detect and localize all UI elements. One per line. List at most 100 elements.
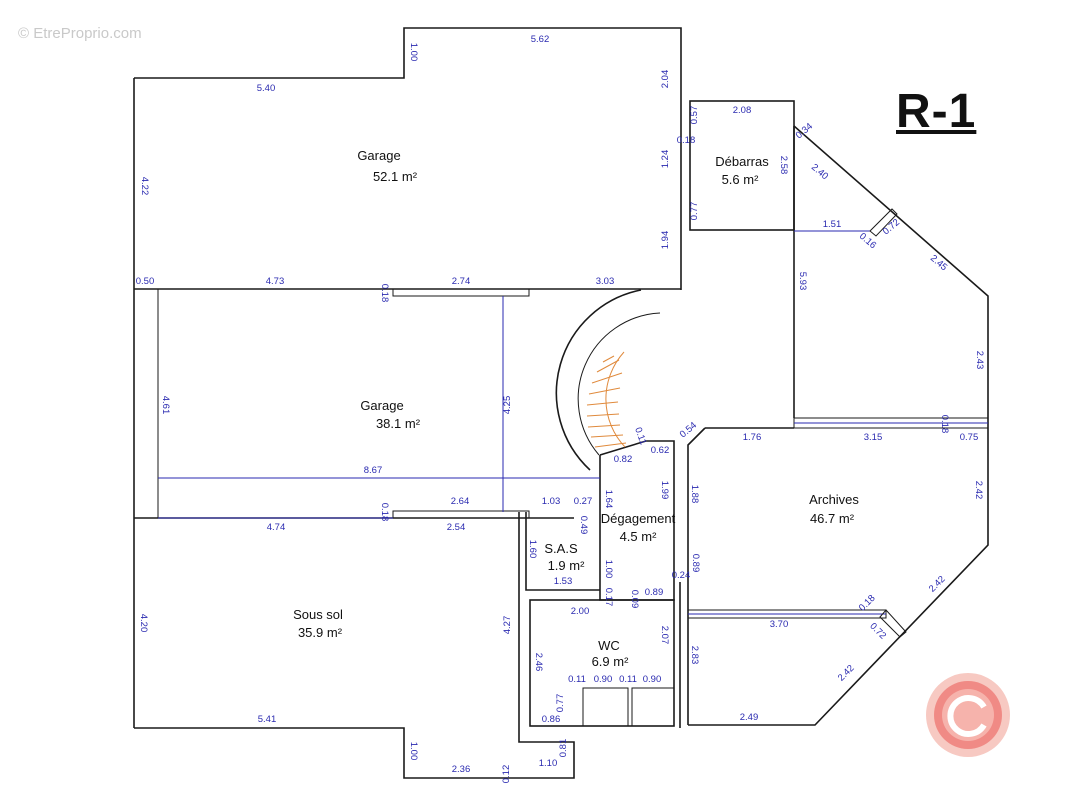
- dimension-label: 2.58: [778, 156, 789, 175]
- dimension-label: 3.03: [596, 276, 615, 287]
- dimension-label: 2.43: [974, 351, 985, 370]
- dimension-label: 1.53: [554, 576, 573, 587]
- dimension-label: 0.77: [689, 202, 700, 221]
- dimension-label: 2.40: [809, 162, 830, 182]
- room-area-wc: 6.9 m²: [592, 654, 630, 669]
- partition-diag-1: [869, 208, 898, 237]
- dimension-label: 2.08: [733, 105, 752, 116]
- dimension-label: 0.49: [578, 516, 589, 535]
- garage-beam-2: [392, 510, 530, 519]
- garage-column: [133, 288, 159, 519]
- dimension-label: 0.62: [651, 445, 670, 456]
- stair-inner-arc: [605, 351, 626, 448]
- dimension-label: 0.72: [881, 217, 902, 237]
- dimension-label: 4.20: [138, 614, 149, 633]
- dimension-label: 2.74: [452, 276, 471, 287]
- walls: [133, 27, 989, 779]
- dimension-label: 0.11: [632, 426, 648, 446]
- dimension-label: 0.09: [629, 590, 640, 609]
- dimension-label: 3.70: [770, 619, 789, 630]
- outer-wall-bottom: [134, 512, 575, 779]
- stair-rail-arc: [577, 312, 661, 456]
- staircase: [555, 289, 661, 471]
- wc-cubicle-2: [631, 687, 675, 727]
- room-area-degagement: 4.5 m²: [620, 529, 658, 544]
- dimension-label: 0.24: [672, 570, 691, 581]
- room-name-archives: Archives: [809, 492, 859, 507]
- dimension-label: 4.25: [502, 396, 513, 415]
- dimension-label: 0.18: [379, 284, 390, 303]
- room-name-sous-sol: Sous sol: [293, 607, 343, 622]
- dimension-label: 4.27: [502, 616, 513, 635]
- room-name-degagement: Dégagement: [601, 511, 676, 526]
- stair-steps: [586, 355, 627, 448]
- dimension-label: 8.67: [364, 465, 383, 476]
- dimension-labels: 5.62 1.00 5.40 2.04 0.57 2.08 0.18 1.24 …: [136, 34, 985, 783]
- dimension-label: 0.81: [558, 739, 569, 758]
- dimension-label: 0.34: [794, 121, 815, 141]
- dimension-label: 0.57: [689, 106, 700, 125]
- degagement-wall: [599, 440, 675, 601]
- room-area-sas: 1.9 m²: [548, 558, 586, 573]
- dimension-label: 0.18: [939, 415, 950, 434]
- dimension-label: 0.89: [690, 554, 701, 573]
- dimension-label: 1.88: [689, 485, 700, 504]
- room-name-garage-1: Garage: [357, 148, 400, 163]
- dimension-label: 0.82: [614, 454, 633, 465]
- dimension-label: 0.16: [857, 231, 878, 251]
- room-name-wc: WC: [598, 638, 620, 653]
- dimension-label: 0.11: [568, 674, 586, 685]
- room-name-sas: S.A.S: [544, 541, 578, 556]
- dimension-label: 5.62: [531, 34, 550, 45]
- dimension-label: 1.03: [542, 496, 561, 507]
- dimension-label: 1.99: [659, 481, 670, 500]
- level-title: R-1: [896, 85, 977, 138]
- room-area-debarras: 5.6 m²: [722, 172, 760, 187]
- dimension-label: 3.15: [864, 432, 883, 443]
- dimension-label: 0.12: [501, 765, 512, 784]
- dimension-label: 0.18: [677, 135, 696, 146]
- dimension-label: 0.75: [960, 432, 979, 443]
- dimension-label: 2.04: [660, 70, 671, 89]
- dimension-label: 4.74: [267, 522, 286, 533]
- dimension-label: 1.94: [660, 231, 671, 250]
- dimension-label: 2.46: [533, 653, 544, 672]
- dimension-label: 2.83: [689, 646, 700, 665]
- room-labels: Garage 52.1 m² Garage 38.1 m² Débarras 5…: [293, 148, 859, 669]
- garage-beam-1: [392, 288, 530, 297]
- dimension-label: 4.73: [266, 276, 285, 287]
- dimension-label: 5.93: [797, 272, 808, 291]
- dimension-label: 5.41: [258, 714, 277, 725]
- dimension-label: 4.22: [139, 177, 150, 196]
- dimension-label: 1.00: [603, 560, 614, 579]
- dimension-label: 1.60: [527, 540, 538, 559]
- archives-left-wall: [687, 427, 706, 725]
- dimension-label: 0.18: [379, 503, 390, 522]
- dimension-label: 1.76: [743, 432, 762, 443]
- room-area-garage-1: 52.1 m²: [373, 169, 418, 184]
- dimension-label: 2.54: [447, 522, 466, 533]
- dimension-label: 0.90: [594, 674, 613, 685]
- dimension-label: 1.51: [823, 219, 842, 230]
- dimension-label: 5.40: [257, 83, 276, 94]
- dimension-label: 0.89: [645, 587, 664, 598]
- room-name-debarras: Débarras: [715, 154, 769, 169]
- brand-logo-icon: [926, 673, 1010, 757]
- dimension-label: 0.72: [867, 621, 888, 642]
- sas-wall: [525, 512, 600, 591]
- dimension-label: 1.00: [408, 43, 419, 62]
- outer-wall-west: [134, 27, 682, 290]
- dimension-label: 2.42: [927, 574, 948, 595]
- stair-outer-arc: [555, 289, 642, 471]
- watermark: © EtreProprio.com: [18, 25, 142, 42]
- room-area-garage-2: 38.1 m²: [376, 416, 421, 431]
- dimension-label: 2.42: [973, 481, 984, 500]
- dimension-label: 0.18: [857, 593, 878, 614]
- dimension-label: 2.42: [836, 663, 857, 684]
- dimension-label: 2.36: [452, 764, 471, 775]
- dimension-label: 2.45: [928, 253, 949, 273]
- dimension-label: 2.07: [659, 626, 670, 645]
- wc-cubicle-1: [582, 687, 629, 727]
- dimension-label: 2.00: [571, 606, 590, 617]
